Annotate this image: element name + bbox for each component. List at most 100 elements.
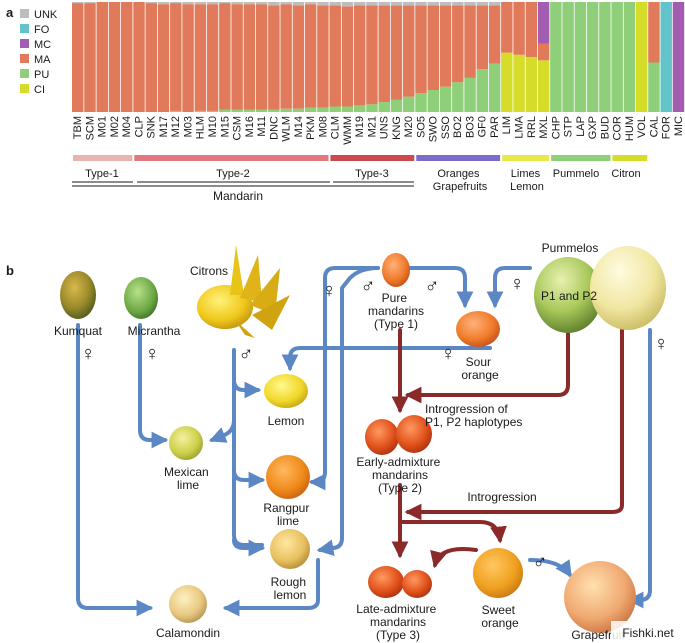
ancestry-segment-bo3-pu xyxy=(464,77,476,112)
label-rough-lemon: Rough lemon xyxy=(271,575,310,602)
ancestry-segment-m14-unk xyxy=(292,2,305,6)
label-pummelos: Pummelos xyxy=(542,241,599,255)
arrow-citron-rangpur-lime xyxy=(232,468,266,489)
ancestry-segment-m12-unk xyxy=(170,2,182,4)
group-label-type-3: Type-3 xyxy=(355,168,389,180)
male-symbol-citron: ♂ xyxy=(239,343,254,365)
legend-label-fo: FO xyxy=(34,24,50,36)
ancestry-segment-clm-ma xyxy=(329,5,341,107)
accession-label-cal: CAL xyxy=(648,116,660,137)
ancestry-segment-m11-ma xyxy=(255,4,268,110)
citron-finger-3 xyxy=(250,268,280,315)
accession-label-clp: CLP xyxy=(133,116,145,137)
citron-finger-1 xyxy=(230,245,244,295)
accession-label-chp: CHP xyxy=(550,116,562,139)
arrow-citron-trunk xyxy=(232,348,264,547)
accession-label-lma: LMA xyxy=(513,115,525,138)
arrow-citron-lemon xyxy=(232,378,262,399)
ancestry-segment-lim-ma xyxy=(501,2,513,53)
arrow-sweet-orange-to-late xyxy=(430,547,478,569)
ancestry-segment-m15-unk xyxy=(219,2,231,4)
ancestry-segment-dnc-ma xyxy=(268,5,280,110)
ancestry-segment-clp-ma xyxy=(133,2,145,112)
ancestry-segment-m12-ma xyxy=(170,3,182,111)
ancestry-segment-bo2-unk xyxy=(452,2,464,6)
ancestry-segment-dnc-pu xyxy=(268,109,280,112)
arrow-pummelo-sour-orange xyxy=(486,266,532,309)
micrantha-image xyxy=(124,277,158,319)
ancestry-segment-pkm-ma xyxy=(304,4,317,108)
arrow-mandarin-calamondin xyxy=(222,558,320,617)
accession-label-so5: SO5 xyxy=(415,116,427,138)
accession-label-m21: M21 xyxy=(366,116,378,137)
label-late-admixture: Late-admixture mandarins(Type 3) xyxy=(356,602,439,642)
accession-label-pkm: PKM xyxy=(305,116,317,140)
ancestry-segment-swo-ma xyxy=(427,5,439,90)
group-label-pummelo: Pummelo xyxy=(553,168,599,180)
text-line: (Type 1) xyxy=(374,317,418,331)
legend-swatch-fo xyxy=(20,24,29,33)
ancestry-segment-clm-pu xyxy=(329,106,341,112)
ancestry-segment-m10-ma xyxy=(206,4,219,111)
ancestry-segment-lma-ma xyxy=(513,2,525,55)
ancestry-segment-m16-ma xyxy=(243,4,256,110)
ancestry-segment-par-unk xyxy=(488,2,501,6)
citron-body xyxy=(197,285,253,329)
grapefruit-image xyxy=(564,561,636,633)
fruit-kumquat xyxy=(60,271,96,319)
sour-orange-image xyxy=(456,311,500,347)
ancestry-segment-tbm-unk xyxy=(72,2,84,4)
text-line: mandarins xyxy=(372,468,428,482)
accession-label-m16: M16 xyxy=(244,116,256,137)
ancestry-segment-swo-pu xyxy=(427,90,439,112)
ancestry-segment-wmm-pu xyxy=(341,106,354,112)
legend-label-pu: PU xyxy=(34,69,49,81)
female-symbol-kumquat: ♀ xyxy=(81,343,96,365)
accession-label-tbm: TBM xyxy=(72,116,84,139)
label-early-admixture: Early-admixture mandarins(Type 2) xyxy=(356,455,443,495)
label-introgression: Introgression xyxy=(467,490,536,504)
watermark: Fishki.net xyxy=(622,626,674,640)
ancestry-segment-wmm-ma xyxy=(341,6,354,107)
arrow-pummelo-grapefruit xyxy=(626,328,652,609)
ancestry-segment-so5-ma xyxy=(415,5,427,94)
female-symbol-micrantha: ♀ xyxy=(145,343,160,365)
ancestry-segment-hlm-ma xyxy=(194,4,207,111)
arrow-mandarin-rough-lemon xyxy=(316,266,380,557)
accession-label-cor: COR xyxy=(612,116,624,141)
ancestry-segment-m02-ma xyxy=(108,2,121,112)
text-line: mandarins xyxy=(368,304,424,318)
ancestry-segment-sso-ma xyxy=(439,5,452,87)
ancestry-segment-mxl-mc xyxy=(537,2,550,44)
accession-label-uns: UNS xyxy=(379,116,391,139)
text-line: orange xyxy=(481,616,519,630)
ancestry-segment-m17-ma xyxy=(157,4,170,113)
fruit-pure-mandarin xyxy=(382,253,410,287)
ancestry-segment-wmm-unk xyxy=(341,2,354,7)
ancestry-segment-m21-unk xyxy=(366,2,378,6)
blue-ancestry-arrows xyxy=(76,266,652,617)
label-p1-p2: P1 and P2 xyxy=(541,289,597,303)
legend-label-mc: MC xyxy=(34,39,51,51)
citron-finger-2 xyxy=(240,255,262,302)
male-symbol-sweet-orange: ♂ xyxy=(533,551,548,573)
ancestry-segment-m19-ma xyxy=(353,5,366,106)
female-symbol-grapefruit: ♀ xyxy=(654,333,669,355)
legend-label-ma: MA xyxy=(34,54,51,66)
accession-label-for: FOR xyxy=(661,116,673,139)
text-line: lime xyxy=(177,478,199,492)
group-label-citron: Citron xyxy=(611,168,640,180)
ancestry-bar-plot xyxy=(72,2,685,113)
ancestry-segment-vol-ci xyxy=(635,2,648,112)
ancestry-segment-mxl-ma xyxy=(537,43,550,61)
arrow-introgression-p1p2 xyxy=(404,328,570,404)
legend-swatch-unk xyxy=(20,9,29,18)
ancestry-segment-m10-pu xyxy=(206,110,219,112)
arrow-mandarin-sour-orange xyxy=(403,266,474,309)
arrow-sour-orange-lemon xyxy=(281,346,492,372)
ancestry-segment-sso-pu xyxy=(439,86,452,112)
accession-label-swo: SWO xyxy=(428,116,440,143)
ancestry-segment-bo3-unk xyxy=(464,2,476,6)
ancestry-segment-hlm-unk xyxy=(194,2,207,5)
